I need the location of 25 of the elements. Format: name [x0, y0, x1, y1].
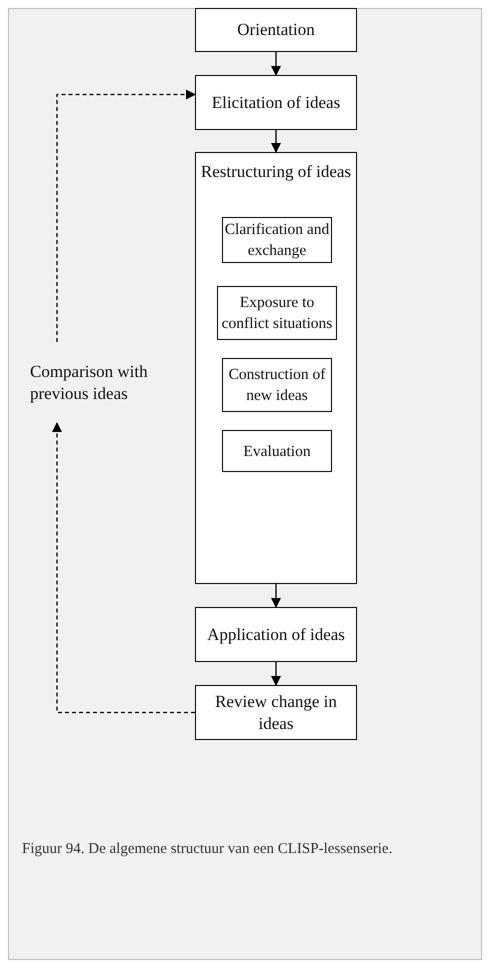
arrow: [56, 90, 196, 342]
arrow: [271, 130, 281, 153]
arrow: [52, 422, 195, 714]
node-label: Clarification and exchange: [224, 220, 330, 261]
node-label: Application of ideas: [207, 624, 345, 646]
process-box: [222, 430, 332, 472]
process-box: [195, 75, 357, 130]
node-label: Construction of new ideas: [228, 365, 326, 406]
arrow: [271, 584, 281, 608]
process-box: [195, 8, 357, 52]
node-label: Review change in ideas: [214, 690, 338, 734]
arrow: [271, 52, 281, 76]
process-box: [195, 152, 357, 584]
process-box: [222, 358, 332, 412]
process-box: [195, 685, 357, 740]
caption: Figuur 94. De algemene structuur van een CLISP-lessenserie.: [22, 840, 394, 859]
process-box: [195, 607, 357, 662]
arrow: [271, 662, 281, 686]
node-label: Orientation: [237, 19, 315, 41]
node-label: Exposure to conflict situations: [220, 293, 334, 334]
node-label: Comparison with previous ideas: [30, 360, 149, 404]
node-label: Restructuring of ideas: [200, 161, 352, 183]
node-label: Elicitation of ideas: [212, 92, 340, 114]
node-label: Evaluation: [243, 442, 311, 462]
process-box: [217, 286, 337, 340]
